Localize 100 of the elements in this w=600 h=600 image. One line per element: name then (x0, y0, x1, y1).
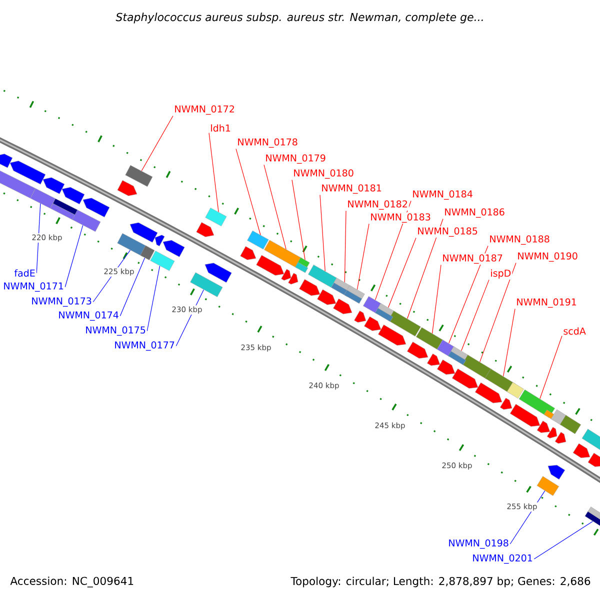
gene-block (125, 165, 153, 187)
gene-marker (42, 177, 65, 194)
gene-block (70, 208, 101, 232)
accession-text: Accession: NC_009641 (10, 576, 134, 588)
gene-marker (588, 452, 600, 467)
leader-line (432, 264, 442, 334)
gene-block (0, 170, 36, 198)
gene-block (190, 272, 223, 298)
gene-marker (82, 198, 110, 218)
gene-block (30, 188, 56, 209)
gene-label: NWMN_0186 (443, 207, 506, 219)
gene-block (363, 296, 382, 314)
leader-line (480, 262, 516, 362)
gene-block (582, 428, 600, 451)
leader-line (320, 194, 326, 272)
genome-info-text: Topology: circular; Length: 2,878,897 bp; Genes: 2,686 (290, 576, 590, 588)
gene-block (388, 310, 421, 336)
title: Staphylococcus aureus subsp. aureus str. Newman, complete ge... (116, 12, 483, 24)
gene-marker (281, 269, 292, 280)
leader-line (388, 238, 416, 308)
gene-block (560, 415, 582, 434)
gene-marker (10, 160, 46, 184)
gene-marker (572, 443, 590, 458)
leader-line (236, 148, 261, 236)
gene-marker (407, 342, 428, 359)
gene-marker (333, 298, 352, 314)
gene-block (436, 340, 455, 357)
leader-line (503, 308, 516, 377)
gene-label: NWMN_0201 (471, 553, 534, 565)
gene-block (52, 198, 78, 215)
gene-label: scdA (562, 326, 587, 336)
gene-marker (378, 324, 406, 346)
gene-block (584, 511, 600, 526)
gene-block (536, 476, 560, 496)
gene-block (550, 409, 567, 426)
gene-label: NWMN_0180 (292, 168, 355, 180)
gene-marker (474, 382, 502, 404)
leader-line (344, 210, 346, 283)
gene-label: NWMN_0172 (173, 104, 236, 116)
gene-marker (0, 154, 13, 168)
gene-marker (364, 316, 382, 331)
gene-marker (500, 398, 512, 410)
gene-block (375, 308, 394, 322)
gene-block (247, 230, 269, 250)
gene-label: NWMN_0190 (516, 251, 579, 263)
gene-block (150, 250, 175, 271)
gene-label: NWMN_0188 (488, 234, 551, 246)
gene-label: ispD (489, 268, 512, 280)
gene-marker (546, 426, 558, 438)
gene-marker (62, 187, 85, 204)
gene-label: NWMN_0174 (57, 310, 120, 322)
gene-marker (536, 420, 550, 433)
gene-label: NWMN_0171 (2, 281, 65, 293)
gene-label: NWMN_0181 (320, 183, 383, 195)
gene-marker (196, 222, 214, 237)
gene-block (588, 506, 600, 522)
gene-marker (117, 180, 138, 196)
gene-label: NWMN_0175 (84, 325, 147, 337)
gene-marker (427, 354, 440, 366)
gene-block (448, 351, 466, 366)
gene-marker (437, 360, 456, 375)
gene-label: NWMN_0182 (346, 199, 409, 211)
leader-line (534, 521, 594, 560)
leader-line (461, 280, 490, 352)
gene-label: NWMN_0179 (264, 153, 327, 165)
gene-label: NWMN_0177 (113, 340, 176, 352)
gene-label: NWMN_0173 (30, 296, 93, 308)
leader-line (120, 258, 146, 316)
gene-block (50, 203, 76, 220)
leader-line (292, 180, 306, 260)
leader-line (448, 246, 488, 344)
gene-label: NWMN_0198 (447, 538, 510, 550)
gene-label: NWMN_0184 (411, 189, 474, 201)
gene-label: fadE (13, 268, 36, 278)
gene-label: NWMN_0187 (441, 253, 504, 265)
leader-line (356, 224, 370, 290)
gene-marker (162, 240, 185, 258)
gene-marker (554, 432, 566, 444)
gene-block (308, 264, 337, 288)
gene-marker (510, 404, 540, 427)
gene-marker (256, 255, 284, 276)
gene-marker (452, 368, 478, 389)
leader-line (264, 164, 286, 250)
gene-marker (204, 262, 232, 283)
gene-marker (240, 246, 256, 260)
gene-block (298, 257, 310, 268)
gene-label: NWMN_0183 (369, 212, 432, 224)
gene-block (344, 290, 362, 304)
gene-marker (354, 310, 366, 323)
gene-marker (317, 289, 336, 305)
leader-line (208, 132, 219, 212)
gene-label: NWMN_0178 (236, 137, 299, 149)
gene-block (462, 354, 492, 379)
gene-marker (154, 234, 165, 246)
gene-marker (288, 272, 298, 284)
leader-line (406, 218, 444, 319)
gene-block (205, 208, 227, 226)
leader-line (146, 266, 160, 332)
leader-line (540, 336, 562, 400)
gene-block (416, 327, 443, 350)
